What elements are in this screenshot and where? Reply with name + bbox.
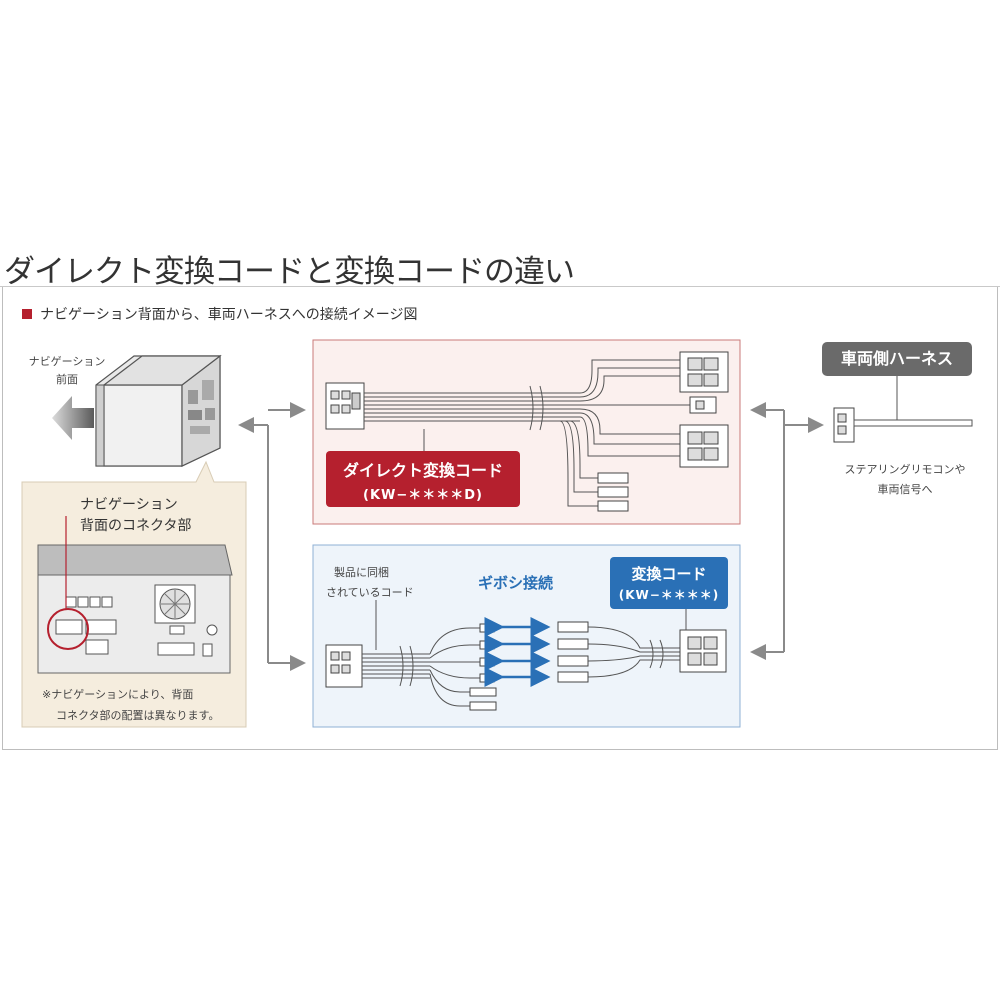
navigation-back-view [37, 516, 233, 674]
steering-label: ステアリングリモコンや 車両信号へ [830, 460, 980, 500]
note-line1: ※ナビゲーションにより、背面 [42, 688, 194, 701]
vehicle-harness-connector [833, 376, 973, 443]
right-connection-arrows [750, 402, 824, 660]
page-title: ダイレクト変換コードと変換コードの違い [4, 254, 575, 290]
note-line2: コネクタ部の配置は異なります。 [56, 709, 220, 722]
direct-code-name: ダイレクト変換コード [342, 461, 503, 480]
navi-front-line2: 前面 [56, 373, 78, 386]
bundled-code-line2: されているコード [326, 586, 414, 599]
steering-line1: ステアリングリモコンや [844, 463, 966, 476]
navi-front-label: ナビゲーション 前面 [22, 353, 112, 389]
direct-code-cable [325, 351, 729, 512]
direct-code-model: (KW−＊＊＊＊D) [363, 488, 483, 503]
navi-back-line2: 背面のコネクタ部 [80, 518, 192, 534]
gibosi-label: ギボシ接続 [478, 574, 554, 592]
vehicle-harness-badge: 車両側ハーネス [822, 342, 972, 376]
navigation-unit [95, 354, 222, 467]
convert-code-badge: 変換コード (KW−＊＊＊＊) [610, 557, 728, 609]
diagram-subtitle: ナビゲーション背面から、車両ハーネスへの接続イメージ図 [22, 304, 417, 324]
navi-back-line1: ナビゲーション [80, 497, 178, 513]
convert-code-model: (KW−＊＊＊＊) [618, 588, 720, 602]
connector-note: ※ナビゲーションにより、背面 コネクタ部の配置は異なります。 [42, 684, 219, 726]
title-divider [0, 286, 1000, 287]
navi-back-label: ナビゲーション 背面のコネクタ部 [80, 495, 191, 537]
bundled-code-line1: 製品に同梱 [334, 566, 389, 579]
subtitle-text: ナビゲーション背面から、車両ハーネスへの接続イメージ図 [40, 307, 418, 323]
navi-front-line1: ナビゲーション [28, 355, 106, 368]
gibosi-arrows [484, 617, 551, 687]
bundled-code-label: 製品に同梱 されているコード [326, 563, 414, 603]
steering-line2: 車両信号へ [877, 483, 933, 496]
convert-code-name: 変換コード [631, 565, 707, 583]
front-direction-arrow [52, 396, 94, 440]
connector-highlight-circle [47, 608, 89, 650]
diagram-frame [2, 287, 998, 750]
direct-code-badge: ダイレクト変換コード (KW−＊＊＊＊D) [326, 451, 520, 507]
square-bullet-icon [22, 309, 32, 319]
left-connection-arrows [238, 402, 306, 671]
